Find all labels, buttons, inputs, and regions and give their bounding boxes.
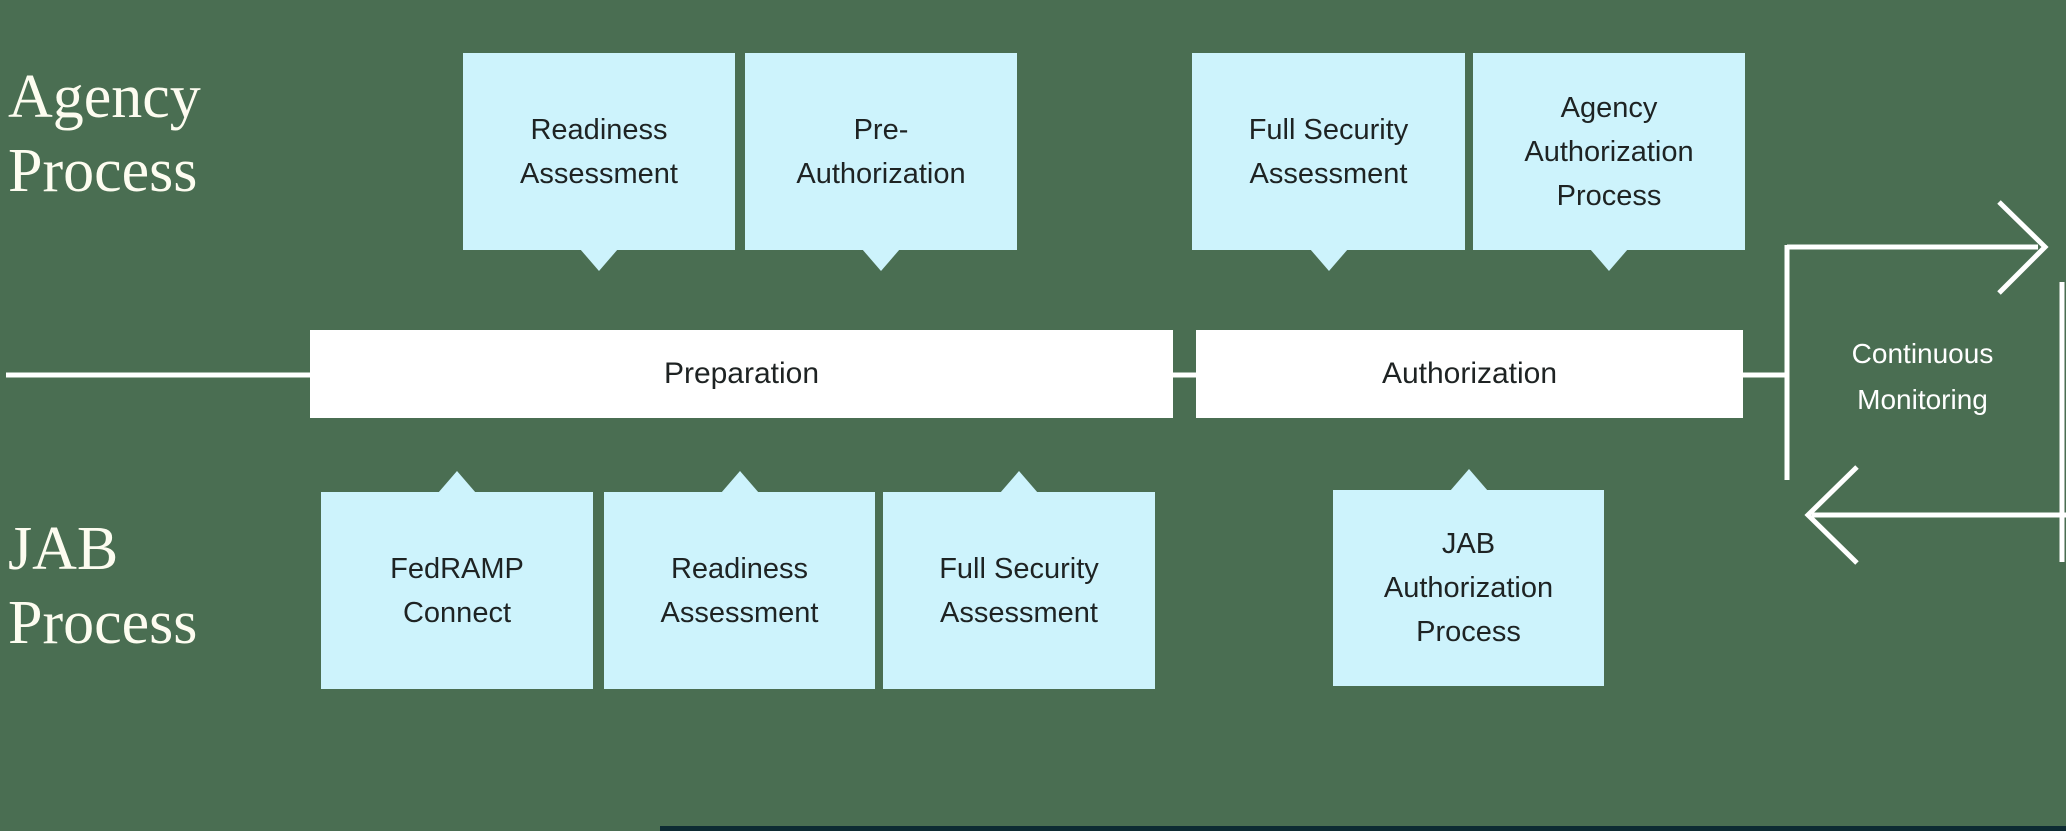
agency-step-agency-authorization-process: Agency Authorization Process	[1473, 53, 1745, 271]
bubble-text-line: Assessment	[940, 596, 1098, 629]
bubble-tail-down	[580, 249, 618, 271]
agency-step-pre-authorization: Pre- Authorization	[745, 53, 1017, 271]
phase-bar-label: Authorization	[1381, 357, 1558, 390]
bubble-text-line: Authorization	[796, 157, 966, 190]
bubble-tail-up	[720, 471, 759, 493]
bubble-text-line: Connect	[402, 596, 511, 629]
jab-step-fedramp-connect: FedRAMP Connect	[321, 471, 593, 689]
agency-step-full-security-assessment: Full Security Assessment	[1192, 53, 1465, 271]
lane-label-line: Process	[8, 137, 198, 205]
authorization-phase-bar: Authorization	[1196, 330, 1743, 418]
bubble-tail-up	[1000, 471, 1038, 493]
bubble-tail-down	[862, 249, 900, 271]
agency-process-lane-label: Agency Process	[8, 60, 201, 208]
bubble-text-line: Assessment	[1249, 157, 1408, 190]
bubble-text-line: FedRAMP	[390, 552, 524, 585]
arrow-left-icon	[1804, 465, 1859, 565]
lane-label-line: Process	[8, 589, 198, 657]
bubble-text-line: Full Security	[939, 552, 1099, 585]
footer-strip	[660, 826, 2066, 831]
jab-step-readiness-assessment: Readiness Assessment	[604, 471, 875, 689]
bubble-text-line: Authorization	[1383, 572, 1554, 604]
bubble-text-line: Readiness	[530, 113, 668, 146]
arrow-right-icon	[1997, 200, 2049, 295]
continuous-monitoring-line: Monitoring	[1857, 384, 1988, 415]
continuous-monitoring-label: Continuous Monitoring	[1790, 331, 2055, 423]
bubble-text-line: Readiness	[670, 552, 809, 585]
jab-step-full-security-assessment: Full Security Assessment	[883, 471, 1155, 689]
bubble-text-line: Authorization	[1524, 135, 1694, 168]
bubble-tail-down	[1309, 249, 1348, 271]
continuous-monitoring-line: Continuous	[1851, 338, 1994, 369]
bubble-text-line: Agency	[1560, 91, 1658, 124]
lane-label-line: Agency	[8, 63, 201, 131]
jab-process-lane-label: JAB Process	[8, 512, 197, 660]
bubble-text-line: Process	[1556, 179, 1662, 212]
bubble-text-line: Assessment	[660, 596, 819, 629]
bubble-text-line: Assessment	[520, 157, 678, 190]
bubble-text-line: JAB	[1441, 528, 1496, 560]
bubble-tail-up	[1449, 469, 1488, 491]
lane-label-line: JAB	[8, 515, 119, 583]
agency-step-readiness-assessment: Readiness Assessment	[463, 53, 735, 271]
phase-bar-label: Preparation	[663, 357, 820, 390]
jab-step-jab-authorization-process: JAB Authorization Process	[1333, 469, 1604, 686]
preparation-phase-bar: Preparation	[310, 330, 1173, 418]
bubble-text-line: Process	[1416, 616, 1521, 648]
bubble-text-line: Pre-	[853, 113, 909, 146]
bubble-text-line: Full Security	[1248, 113, 1409, 146]
bubble-tail-down	[1590, 249, 1628, 271]
bubble-tail-up	[438, 471, 476, 493]
